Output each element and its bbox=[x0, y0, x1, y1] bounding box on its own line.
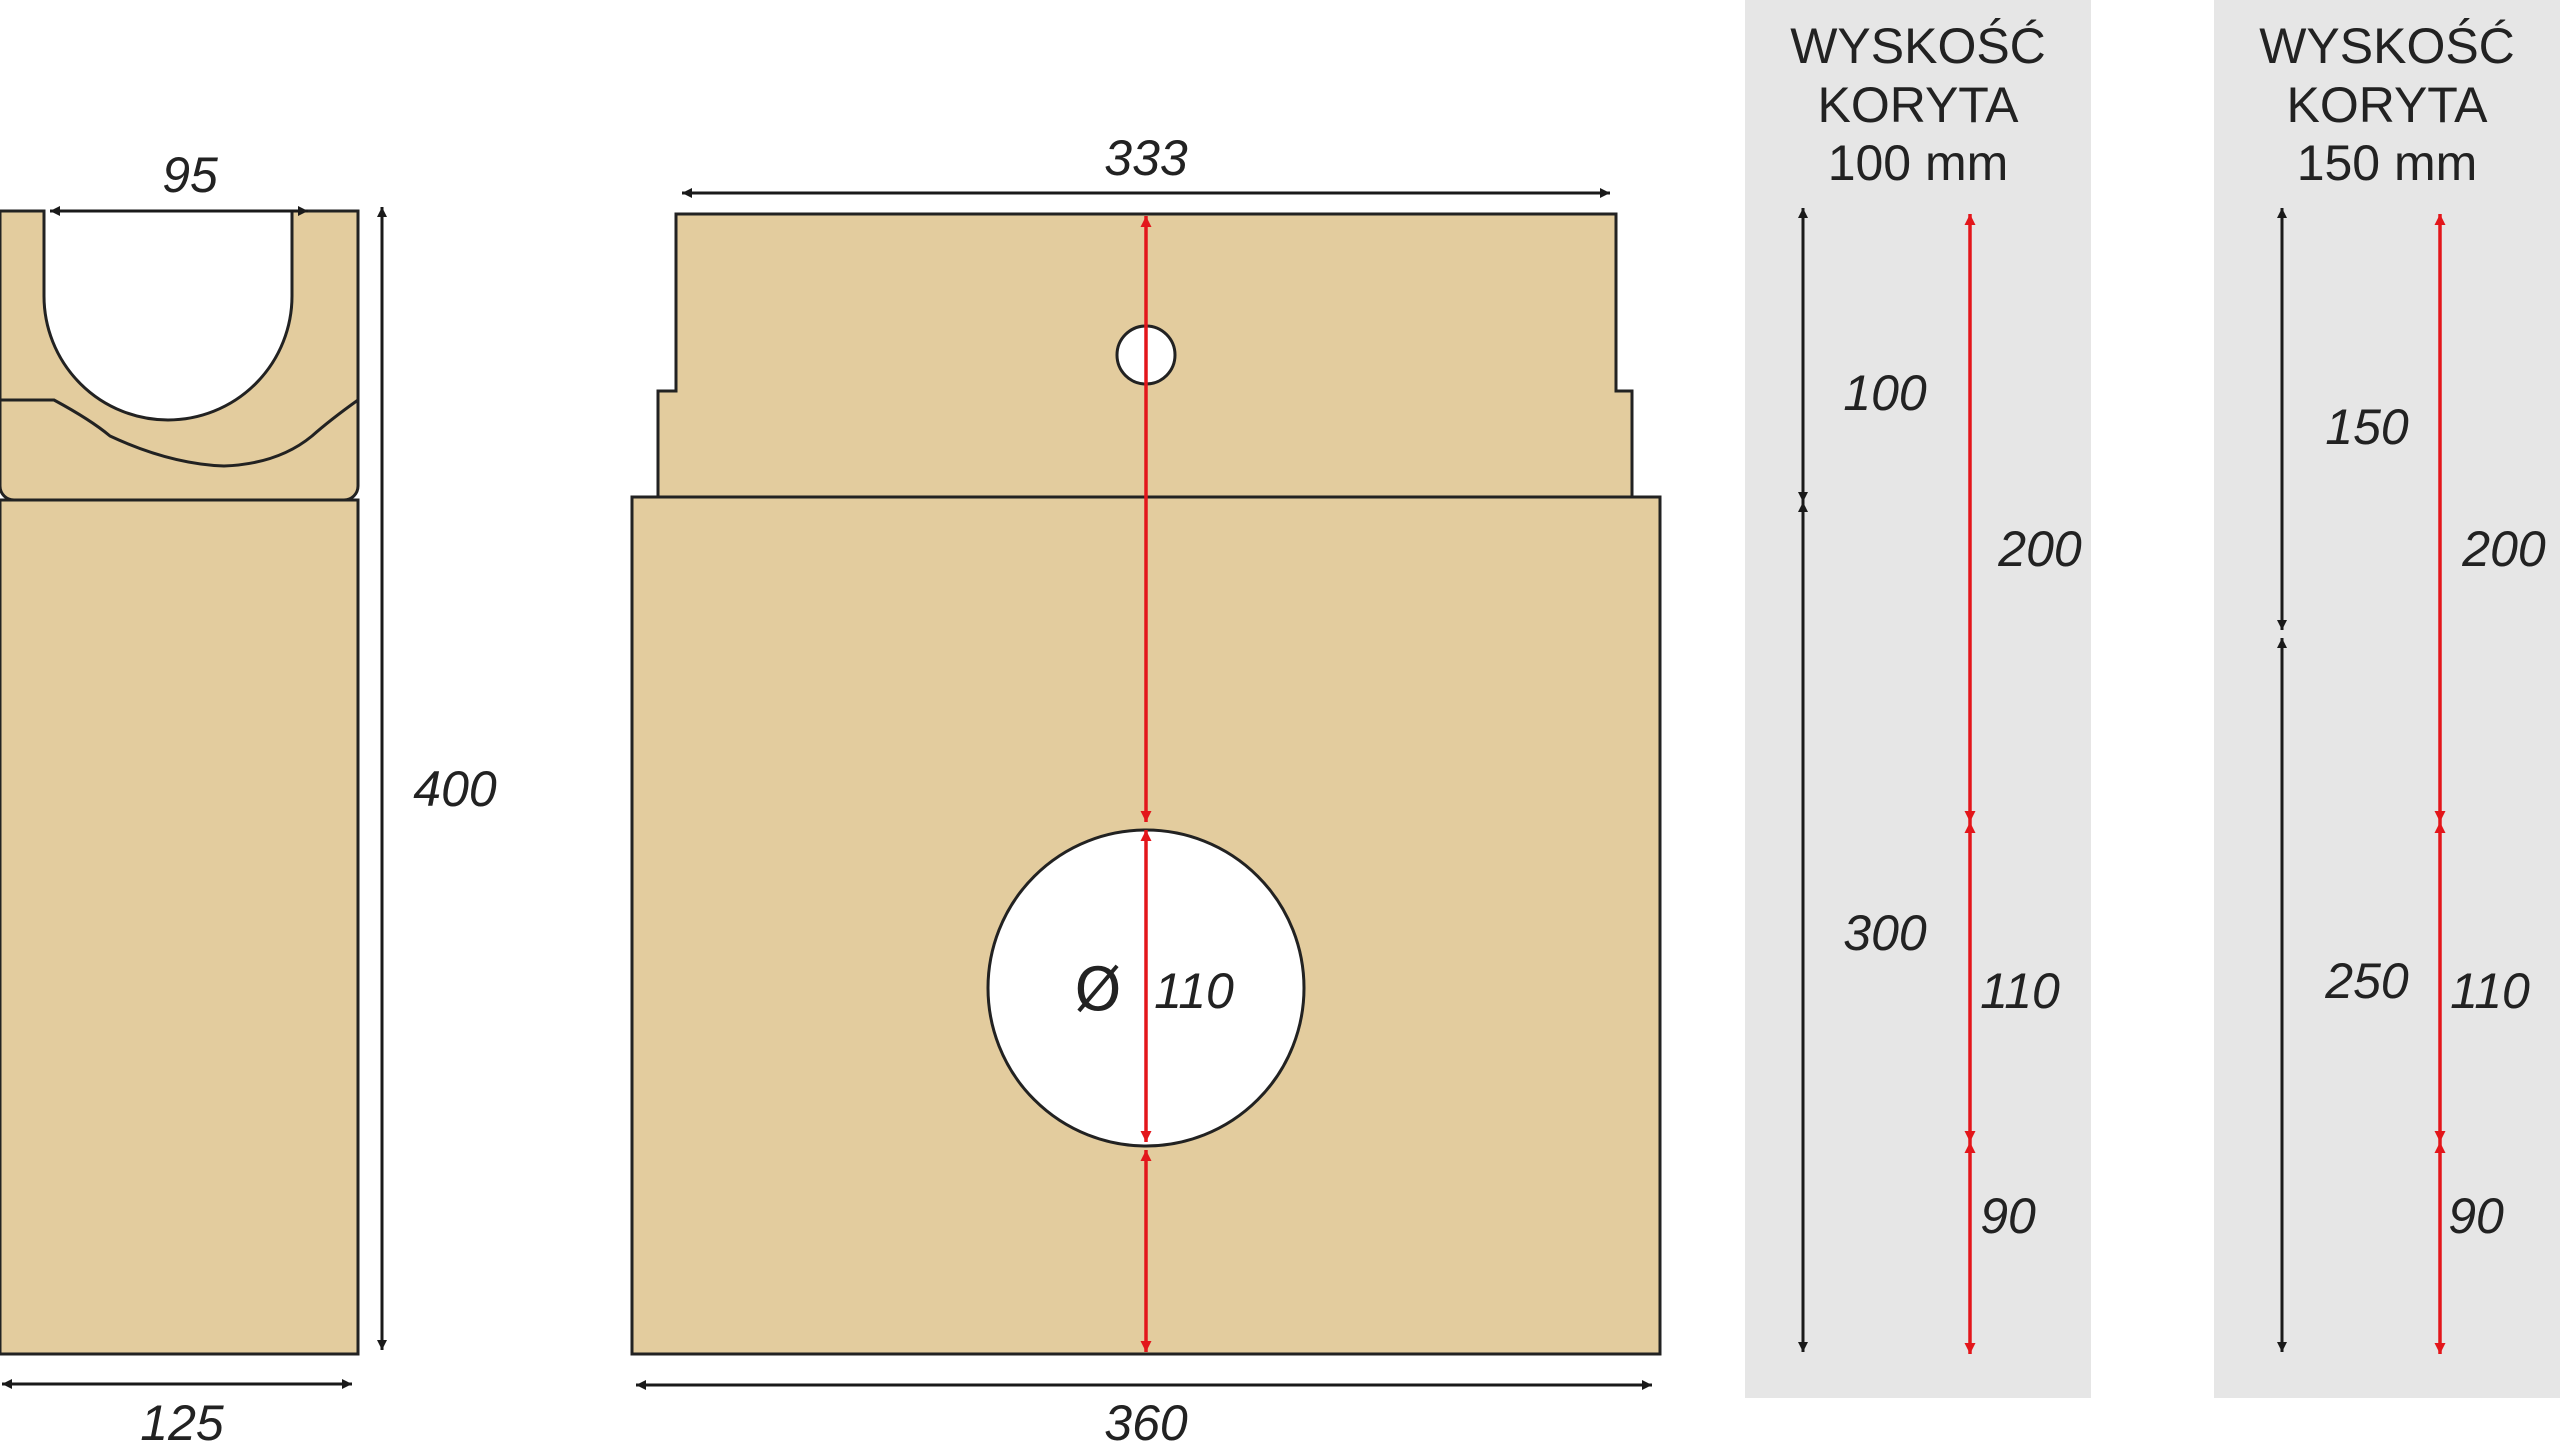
base-width-label: 125 bbox=[140, 1395, 224, 1442]
side-view: 95 400 125 bbox=[0, 147, 497, 1442]
panel-title-line2: KORYTA bbox=[1818, 77, 2020, 133]
panel-title-line3: 150 mm bbox=[2297, 135, 2478, 191]
front-view: 333 360 Ø 110 bbox=[630, 130, 1662, 1442]
panel-title-line2: KORYTA bbox=[2287, 77, 2489, 133]
panel-background bbox=[2214, 0, 2560, 1398]
red-lower-label: 90 bbox=[1980, 1188, 2036, 1244]
side-view-groove-line bbox=[0, 398, 359, 468]
side-view-lower-block bbox=[0, 498, 360, 1356]
panel-height-150: WYSKOŚĆ KORYTA 150 mm 150 250 200 110 90 bbox=[2214, 0, 2560, 1398]
red-upper-label: 200 bbox=[1997, 521, 2082, 577]
top-width-label: 333 bbox=[1104, 130, 1188, 186]
channel-width-label: 95 bbox=[162, 147, 218, 203]
red-middle-label: 110 bbox=[2450, 963, 2530, 1019]
black-upper-label: 100 bbox=[1843, 365, 1927, 421]
black-upper-label: 150 bbox=[2325, 399, 2409, 455]
bottom-width-label: 360 bbox=[1104, 1395, 1188, 1442]
panel-background bbox=[1745, 0, 2091, 1398]
pipe-diameter-label: 110 bbox=[1154, 963, 1234, 1019]
panel-title-line3: 100 mm bbox=[1828, 135, 2009, 191]
panel-height-100: WYSKOŚĆ KORYTA 100 mm 100 300 200 110 90 bbox=[1745, 0, 2091, 1398]
red-upper-label: 200 bbox=[2461, 521, 2546, 577]
panel-title-line1: WYSKOŚĆ bbox=[1790, 17, 2046, 74]
red-lower-label: 90 bbox=[2448, 1188, 2504, 1244]
diameter-symbol: Ø bbox=[1074, 955, 1121, 1025]
side-view-upper-block bbox=[0, 209, 360, 502]
height-label: 400 bbox=[413, 761, 497, 817]
red-middle-label: 110 bbox=[1980, 963, 2060, 1019]
black-lower-label: 250 bbox=[2324, 953, 2409, 1009]
black-lower-label: 300 bbox=[1843, 905, 1927, 961]
panel-title-line1: WYSKOŚĆ bbox=[2259, 17, 2515, 74]
